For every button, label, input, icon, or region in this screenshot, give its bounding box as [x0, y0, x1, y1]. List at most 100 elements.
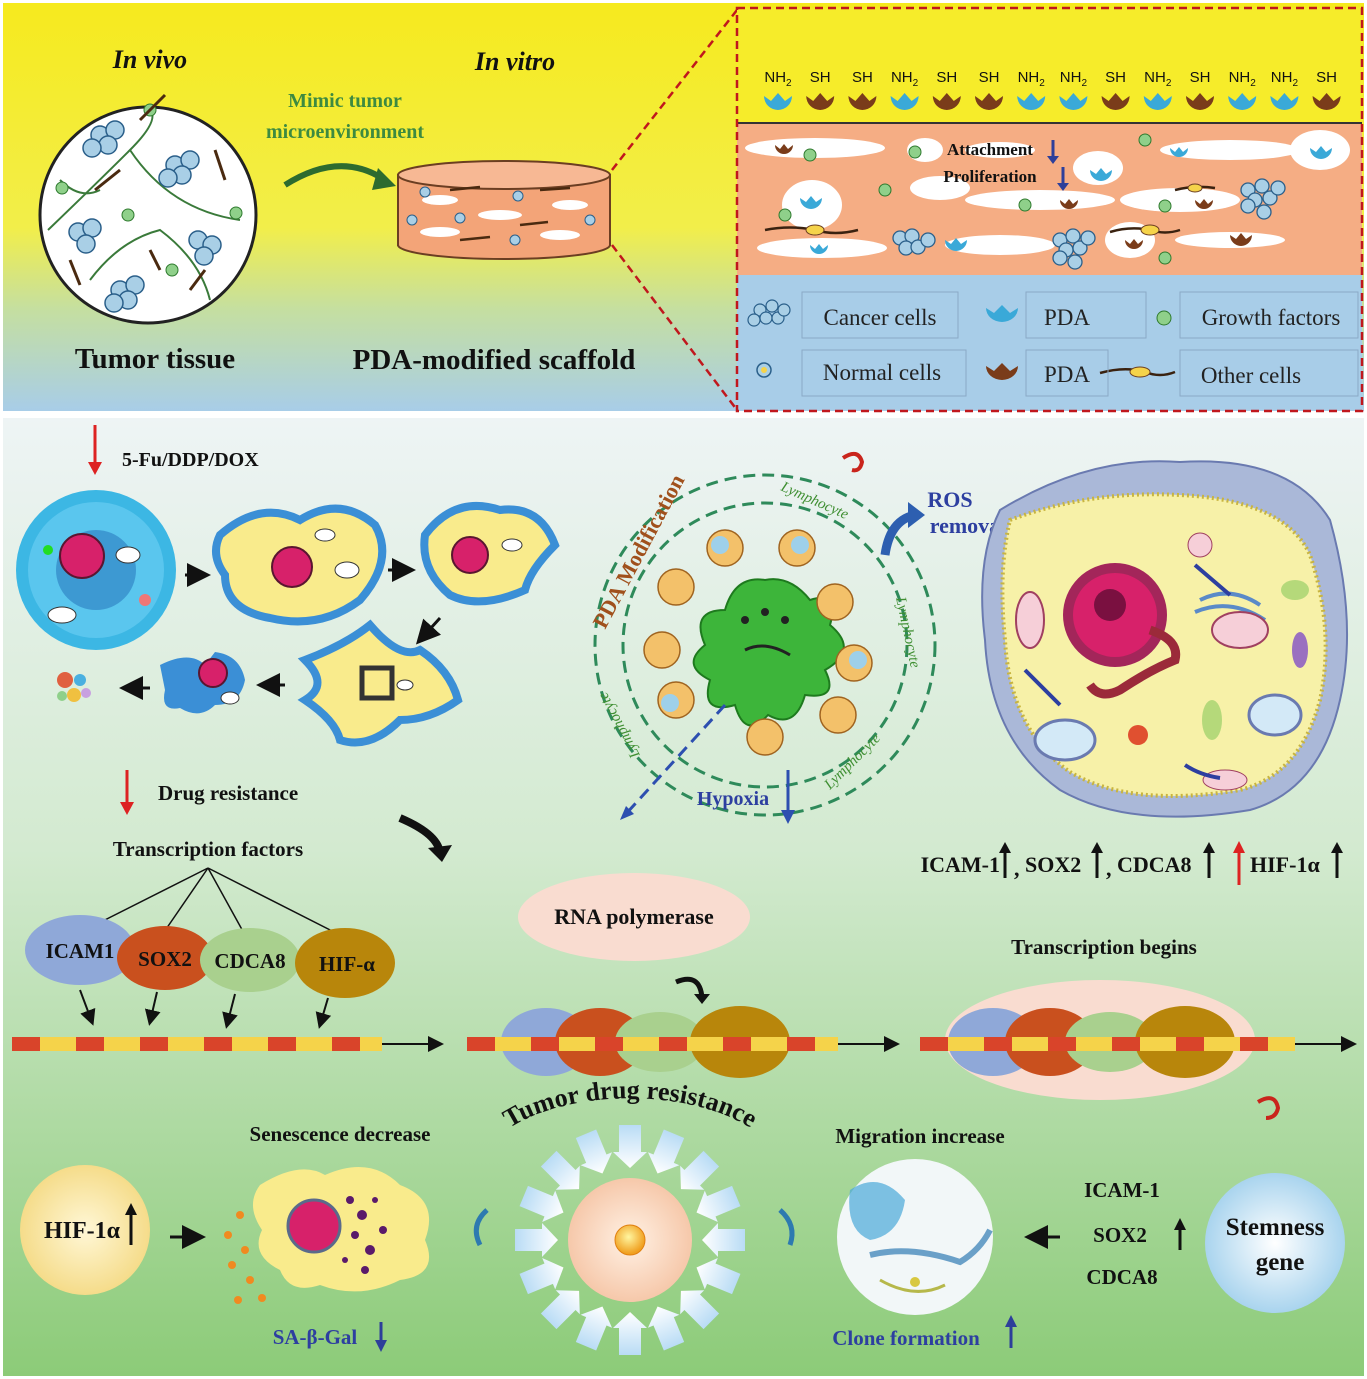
rna-polymerase-label: RNA polymerase [554, 904, 714, 929]
surface-pda-icon [848, 93, 877, 111]
legend-growth-factors: Growth factors [1202, 305, 1341, 330]
surface-pda-icon [1228, 93, 1257, 111]
in-vitro-label: In vitro [474, 47, 555, 76]
migration-label: Migration increase [835, 1124, 1004, 1148]
resistance-ray [540, 1150, 580, 1190]
legend-normal-cells: Normal cells [823, 360, 941, 385]
mimic-arrowhead [372, 168, 396, 190]
dna-segment [659, 1037, 687, 1051]
scaffold-contents [764, 133, 1332, 270]
dna-segment [531, 1037, 559, 1051]
red-curved-arrow-2 [1256, 1096, 1281, 1120]
legend-pda-brown: PDA [1044, 362, 1090, 387]
legend-pda-blue: PDA [1044, 305, 1090, 330]
stemness-label-1: Stemness [1226, 1214, 1325, 1241]
dna-segment [723, 1037, 751, 1051]
zoom-lines [611, 9, 738, 411]
surface-pda-icon [1186, 93, 1214, 110]
tf-down-arrows [79, 989, 332, 1029]
migration-illustration [837, 1159, 993, 1315]
dna-strand-2 [467, 1037, 838, 1051]
surface-pda-icon [1143, 93, 1172, 111]
surface-group-label: NH2 [891, 69, 919, 89]
transcription-factors-title: Transcription factors [113, 837, 303, 861]
in-vivo-label: In vivo [112, 45, 187, 74]
resistance-ray [575, 1129, 613, 1174]
surface-group-label: SH [810, 69, 831, 86]
bottom-sox2: SOX2 [1093, 1223, 1147, 1247]
marker-hif: HIF-1α [1250, 852, 1320, 877]
surface-group-label: SH [936, 69, 957, 86]
resistance-ray [515, 1223, 558, 1257]
mimic-arrow [283, 163, 387, 188]
dna-strand-1 [12, 1037, 382, 1051]
tf-hif: HIF-α [319, 952, 375, 976]
marker-sox2: SOX2 [1025, 852, 1081, 877]
legend-other-cells: Other cells [1201, 363, 1301, 388]
dna-backbone [920, 1037, 1295, 1051]
tf-ellipses [25, 915, 395, 998]
dna-segment [467, 1037, 495, 1051]
clone-formation-label: Clone formation [832, 1326, 980, 1350]
right-curve-arrow [778, 1208, 795, 1246]
surface-group-label: NH2 [1018, 69, 1046, 89]
tumor-cell-illustration [981, 460, 1348, 818]
marker-sep-1: , [1014, 856, 1020, 881]
tumor-tissue-illustration [38, 93, 258, 325]
resistance-ray [647, 1306, 685, 1351]
dna-strand-3 [920, 1037, 1295, 1051]
bottom-cdca8: CDCA8 [1086, 1265, 1157, 1289]
resistance-ray [540, 1290, 580, 1330]
dna-segment [204, 1037, 232, 1051]
stemness-label-2: gene [1256, 1249, 1305, 1276]
marker-cdca8: CDCA8 [1117, 852, 1192, 877]
rna-polymerase-ellipse [518, 873, 750, 961]
dna-segment [787, 1037, 815, 1051]
surface-pda-icon [1059, 93, 1088, 111]
tf-tree-lines [74, 867, 341, 936]
resistance-ray [519, 1257, 564, 1295]
surface-group-label: SH [852, 69, 873, 86]
surface-pda-icon [764, 93, 792, 110]
dna-segment [1176, 1037, 1204, 1051]
resistance-ray [680, 1150, 720, 1190]
scaffold-illustration [397, 160, 611, 260]
tumor-tissue-label: Tumor tissue [75, 343, 235, 375]
ros-label-1: ROS [927, 487, 972, 512]
dna-strand-2-factors [501, 1006, 790, 1078]
legend-cancer-cells: Cancer cells [823, 305, 936, 330]
tf-icam1: ICAM1 [46, 939, 115, 963]
transcription-begins-label: Transcription begins [1011, 935, 1197, 959]
dna-segment [268, 1037, 296, 1051]
apoptosis-sequence [16, 490, 560, 747]
resistance-ray [696, 1185, 741, 1223]
surface-group-label: SH [979, 69, 1000, 86]
hypoxia-label: Hypoxia [697, 788, 769, 810]
surface-group-label: SH [1316, 69, 1337, 86]
resistance-ray [647, 1129, 685, 1174]
resistance-ray [702, 1223, 745, 1257]
hypoxia-dashed-arrow [623, 703, 727, 817]
surface-group-label: NH2 [764, 69, 792, 89]
resistance-ray [613, 1125, 647, 1168]
mimic-label-1: Mimic tumor [288, 90, 402, 112]
surface-pda-icon [890, 93, 919, 111]
hif-circle [20, 1165, 150, 1295]
scaffold-label: PDA-modified scaffold [353, 344, 636, 376]
surface-group-label: SH [1190, 69, 1211, 86]
dna-backbone [467, 1037, 838, 1051]
tumor-drug-resistance-burst [515, 1125, 745, 1355]
resistance-ray [575, 1306, 613, 1351]
tf-sox2: SOX2 [138, 947, 192, 971]
stemness-circle [1205, 1173, 1345, 1313]
drug-resistance-label: Drug resistance [158, 781, 298, 805]
dna-segment [984, 1037, 1012, 1051]
marker-icam: ICAM-1 [921, 852, 1000, 877]
dna-segment [332, 1037, 360, 1051]
left-curve-arrow [473, 1208, 489, 1247]
surface-group-label: NH2 [1144, 69, 1172, 89]
dna-segment [920, 1037, 948, 1051]
